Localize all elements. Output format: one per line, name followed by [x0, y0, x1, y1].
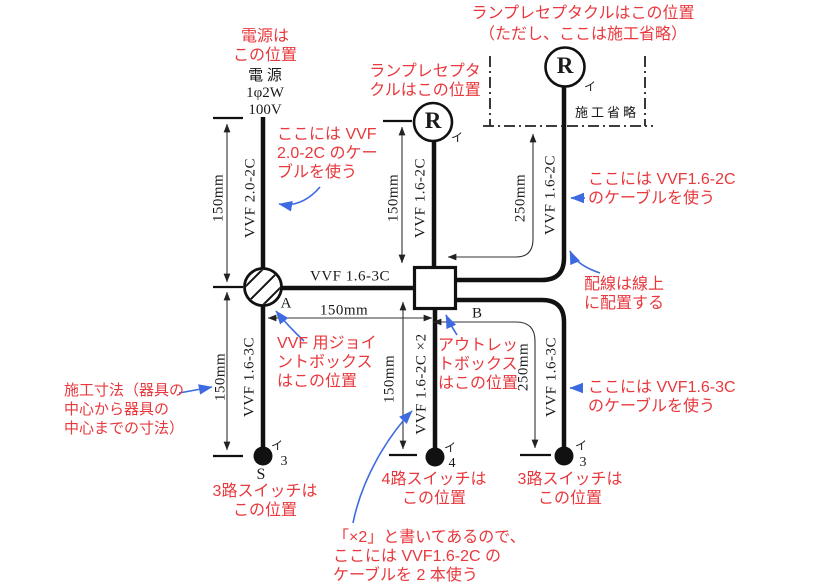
blue-arrow-to-x2-label: [352, 410, 413, 524]
switch-s-mark: S: [256, 466, 266, 483]
dim-label-center-top: 150mm: [385, 173, 402, 223]
joint-point-label: A: [280, 295, 292, 312]
annotation-switch3-left: 3路スイッチは この位置: [212, 483, 318, 519]
circuit-mark-left-switch: イ: [270, 438, 284, 453]
switch-left-number: 3: [280, 454, 288, 469]
blue-arrow-to-joint-box: [275, 310, 305, 342]
annotation-outlet-box: アウトレッ トボックス はこの位置: [438, 337, 519, 392]
circuit-mark-center-lamp: イ: [450, 130, 464, 145]
cable-label-joint-to-outlet: VVF 1.6-3C: [309, 268, 391, 285]
annotation-installation-dimension: 施工寸法（器具の 中心から器具の 中心までの寸法）: [64, 382, 185, 437]
switch-center-number: 4: [448, 456, 456, 471]
blue-arrow-to-cable-bend: [569, 250, 601, 274]
blue-arrow-to-outlet-box: [445, 314, 458, 336]
lamp-receptacle-symbol-center: [412, 101, 454, 143]
cable-label-source: VVF 2.0-2C: [242, 157, 259, 239]
annotation-power-position: 電源は この位置: [232, 28, 297, 64]
construction-omitted-label: 施工省略: [575, 105, 640, 120]
dim-right-bottom: [432, 318, 539, 449]
dim-label-left-bottom: 150mm: [212, 352, 229, 402]
switch-symbol-left: [253, 446, 273, 466]
annotation-cable-vvf20: ここには VVF 2.0-2C のケー ブルを使う: [277, 126, 378, 181]
lamp-receptacle-symbol-right: [544, 46, 586, 88]
outlet-box-symbol: [412, 265, 458, 311]
dim-right-top: [447, 133, 537, 261]
circuit-mark-right-switch: イ: [574, 438, 588, 453]
switch-symbol-right: [554, 446, 574, 466]
annotation-x2-two-cables: 「×2」と書いてあるので、 ここには VVF1.6-2C の ケーブルを 2 本…: [333, 529, 526, 584]
cable-right-switch: [456, 297, 567, 447]
receptacle-letter-right: R: [556, 52, 574, 78]
dim-label-center-bottom: 150mm: [381, 354, 398, 404]
construction-omitted-boundary: [483, 56, 653, 127]
dimension-lines: [223, 123, 539, 451]
annotation-arrows: [178, 186, 601, 524]
switch-symbol-center: [425, 447, 445, 467]
cable-label-left-switch: VVF 1.6-3C: [241, 336, 258, 418]
annotation-receptacle-omitted: ランプレセプタクルはこの位置 （ただし、ここは施工省略）: [471, 5, 695, 43]
cable-label-center-switch: VVF 1.6-2C ×2: [413, 333, 430, 435]
annotation-wiring-on-line: 配線は線上 に配置する: [584, 276, 665, 312]
annotation-switch4-center: 4路スイッチは この位置: [381, 471, 487, 507]
annotation-switch3-right: 3路スイッチは この位置: [517, 471, 623, 507]
cable-label-right-switch: VVF 1.6-3C: [543, 336, 560, 418]
power-spec-label: 電 源 1φ2W 100V: [246, 68, 284, 118]
annotation-cable-vvf162-right: ここには VVF1.6-2C のケーブルを使う: [588, 171, 736, 207]
switch-right-number: 3: [579, 455, 587, 470]
circuit-mark-right-lamp: イ: [583, 79, 597, 94]
dim-label-horizontal: 150mm: [319, 302, 369, 319]
annotation-receptacle-center: ランプレセプタ クルはこの位置: [369, 63, 481, 99]
annotation-joint-box: VVF 用ジョイ ントボックス はこの位置: [277, 335, 377, 390]
dim-label-right-bottom: 250mm: [515, 342, 532, 392]
dim-label-right-top: 250mm: [512, 173, 529, 223]
receptacle-letter-center: R: [424, 107, 442, 133]
cable-right-lamp: [456, 86, 567, 283]
circuit-mark-center-switch: イ: [443, 440, 457, 455]
cable-label-center-lamp: VVF 1.6-2C: [412, 157, 429, 239]
dimension-ticks: [213, 116, 551, 458]
device-symbols: [243, 46, 586, 467]
cable-label-right-lamp: VVF 1.6-2C: [542, 154, 559, 236]
blue-arrow-to-power-cable: [278, 186, 321, 212]
outlet-point-label: B: [471, 305, 483, 322]
dim-label-left-top: 150mm: [210, 173, 227, 223]
annotation-cable-vvf163-right: ここには VVF1.6-3C のケーブルを使う: [588, 379, 736, 415]
blue-arrow-to-dimension: [178, 384, 213, 395]
